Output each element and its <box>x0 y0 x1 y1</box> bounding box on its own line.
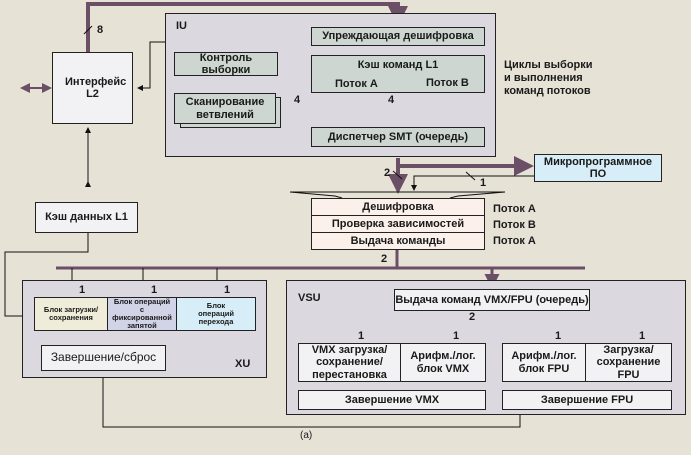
bus-width-right: 4 <box>388 94 395 106</box>
fpu-alu-unit: Арифм./лог. блок FPU <box>502 343 586 382</box>
vmx-alu-unit: Арифм./лог. блок VMX <box>400 343 486 382</box>
predecode-label: Упреждающая дешифровка <box>322 30 474 43</box>
branch-scan-label: Сканирование ветвлений <box>185 96 265 121</box>
issue-stage-label: Выдача команды <box>350 234 446 247</box>
vsu-unit-0-width: 1 <box>358 330 365 342</box>
xu-unit-1-width: 1 <box>151 284 158 296</box>
fpu-completion-label: Завершение FPU <box>540 393 634 406</box>
microcode-label: Микропрограммное ПО <box>543 155 653 180</box>
l1-data-cache-box: Кэш данных L1 <box>35 202 138 233</box>
pipeline-stages: Дешифровка Проверка зависимостей Выдача … <box>311 198 485 250</box>
completion-flush-box: Завершение/сброс <box>41 345 166 371</box>
iu-label: IU <box>176 20 187 32</box>
vsu-label: VSU <box>298 292 321 304</box>
l2-interface-label: Интерфейс L2 <box>65 75 127 100</box>
decode-stage-label: Дешифровка <box>362 200 434 213</box>
load-store-label: Блок загрузки/ сохранения <box>43 304 99 322</box>
thread-cycles-note: Циклы выборки и выполнения команд потоко… <box>504 59 593 98</box>
fpu-load-store-label: Загрузка/ сохранение FPU <box>596 344 661 381</box>
thread-b-label: Поток B <box>426 77 469 89</box>
microcode-in-width: 2 <box>384 167 391 179</box>
fpu-alu-label: Арифм./лог. блок FPU <box>511 350 577 375</box>
thread-a-label: Поток A <box>335 78 378 90</box>
dependency-check-stage: Проверка зависимостей <box>311 215 485 233</box>
vmx-completion-box: Завершение VMX <box>298 390 486 410</box>
vsu-bus-width: 2 <box>469 311 476 323</box>
vsu-unit-3-width: 1 <box>639 330 646 342</box>
issue-stage: Выдача команды <box>311 232 485 250</box>
l2-interface-box: Интерфейс L2 <box>52 52 133 124</box>
decode-stage: Дешифровка <box>311 198 485 216</box>
dependency-check-label: Проверка зависимостей <box>331 217 465 230</box>
fixed-point-unit: Блок операций с фиксированной запятой <box>107 297 177 331</box>
vmx-load-store-label: VMX загрузка/ сохранение/ перестановка <box>311 344 388 381</box>
load-store-unit: Блок загрузки/ сохранения <box>34 297 108 331</box>
bus-width-left: 4 <box>294 94 301 106</box>
branch-scan-box: Сканирование ветвлений <box>174 93 276 124</box>
branch-unit: Блок операций перехода <box>176 297 256 331</box>
fpu-load-store-unit: Загрузка/ сохранение FPU <box>585 343 672 382</box>
branch-unit-label: Блок операций перехода <box>198 300 234 327</box>
icache-label: Кэш команд L1 <box>357 59 439 71</box>
dependency-thread: Поток B <box>493 219 536 231</box>
xu-unit-0-width: 1 <box>79 284 86 296</box>
completion-flush-label: Завершение/сброс <box>50 350 157 365</box>
vmx-alu-label: Арифм./лог. блок VMX <box>410 350 476 375</box>
predecode-box: Упреждающая дешифровка <box>311 27 485 46</box>
fixed-point-label: Блок операций с фиксированной запятой <box>112 296 172 331</box>
vsu-unit-2-width: 1 <box>555 330 562 342</box>
icache-box: Кэш команд L1 <box>311 55 485 93</box>
vmx-fpu-issue-label: Выдача команд VMX/FPU (очередь) <box>395 293 589 306</box>
decode-thread: Поток A <box>493 203 536 215</box>
vmx-fpu-issue-queue: Выдача команд VMX/FPU (очередь) <box>394 289 590 311</box>
fetch-control-label: Контроль выборки <box>199 51 253 76</box>
l2-bus-width: 8 <box>97 24 104 36</box>
pipeline-out-width: 2 <box>381 253 388 265</box>
smt-dispatch-box: Диспетчер SMT (очередь) <box>311 127 485 147</box>
microcode-out-width: 1 <box>480 177 487 189</box>
vmx-completion-label: Завершение VMX <box>344 393 440 406</box>
fpu-completion-box: Завершение FPU <box>502 390 672 410</box>
xu-label: XU <box>235 358 251 370</box>
vsu-unit-1-width: 1 <box>453 330 460 342</box>
figure-caption: (a) <box>300 430 313 441</box>
xu-unit-2-width: 1 <box>224 284 231 296</box>
l1-data-cache-label: Кэш данных L1 <box>45 211 128 224</box>
vmx-load-store-unit: VMX загрузка/ сохранение/ перестановка <box>298 343 401 382</box>
fetch-control-box: Контроль выборки <box>174 52 278 76</box>
smt-dispatch-label: Диспетчер SMT (очередь) <box>327 130 469 143</box>
microcode-box: Микропрограммное ПО <box>534 154 662 182</box>
issue-thread: Поток A <box>493 235 536 247</box>
